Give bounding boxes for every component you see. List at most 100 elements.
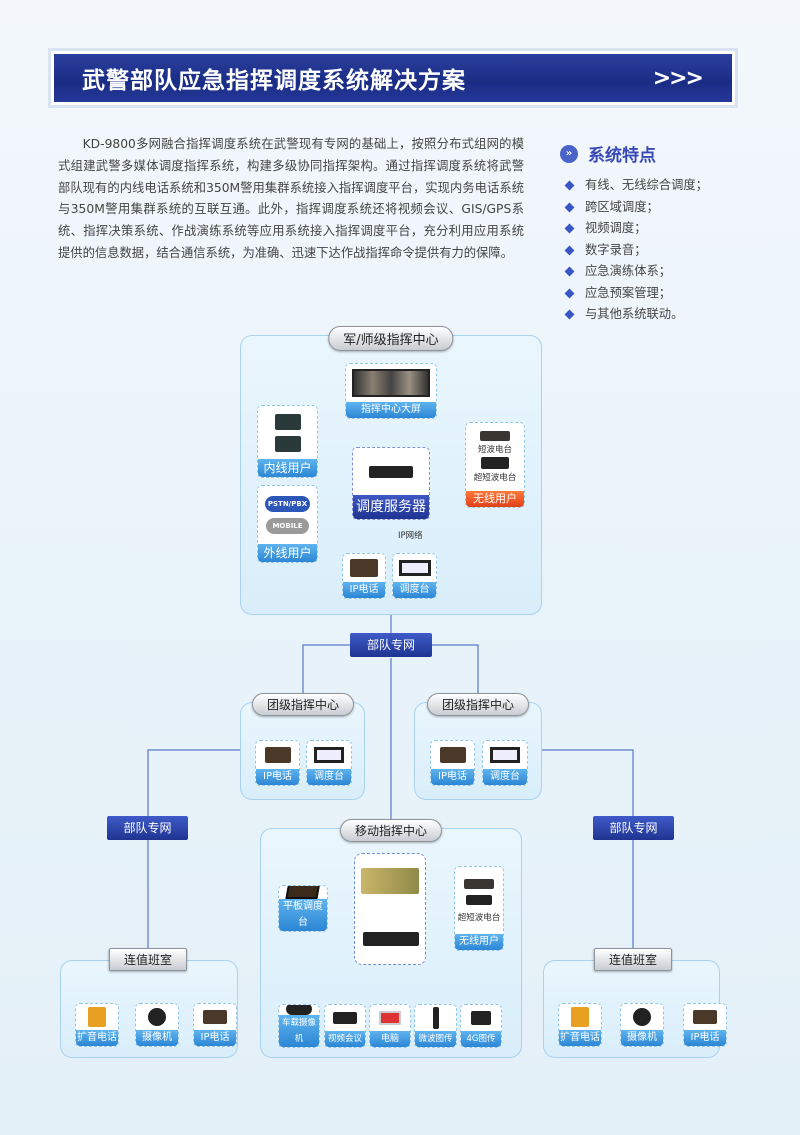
- mobile-cloud-icon: MOBILE: [266, 518, 309, 534]
- regiment-center-right-title: 团级指挥中心: [426, 693, 530, 716]
- device-label: 扩音电话: [76, 1030, 118, 1046]
- regiment-ip-phone-box[interactable]: IP电话: [255, 740, 300, 786]
- army-network-button[interactable]: 部队专网: [350, 633, 432, 657]
- duty-device-box[interactable]: 摄像机: [135, 1003, 179, 1047]
- regiment-center-left-title: 团级指挥中心: [251, 693, 355, 716]
- mobile-command-center-title: 移动指挥中心: [339, 819, 443, 842]
- wireless-users-box[interactable]: 短波电台 超短波电台 无线用户: [465, 422, 525, 508]
- mobile-device-box[interactable]: 视频会议: [324, 1004, 366, 1048]
- duty-room-right-title: 连值班室: [593, 948, 673, 971]
- feature-text: 应急演练体系；: [585, 264, 672, 278]
- dispatch-server-box[interactable]: 调度服务器: [352, 447, 430, 520]
- page-title: 武警部队应急指挥调度系统解决方案: [82, 68, 466, 94]
- external-users-label: 外线用户: [258, 544, 317, 562]
- console-label: 调度台: [393, 582, 436, 598]
- device-label: 微波图传: [415, 1031, 456, 1047]
- big-screen-box[interactable]: 指挥中心大屏: [345, 363, 437, 419]
- features-header: » 系统特点: [560, 141, 656, 166]
- regiment-ip-phone-box[interactable]: IP电话: [430, 740, 475, 786]
- feature-text: 跨区域调度；: [585, 199, 659, 214]
- speaker-phone-icon: [88, 1004, 106, 1030]
- feature-item: 视频调度；: [564, 218, 708, 240]
- army-network-left-button[interactable]: 部队专网: [107, 816, 188, 840]
- ip-phone-icon: [203, 1004, 227, 1030]
- ip-phone-icon: [439, 741, 466, 769]
- server-icon: [369, 448, 413, 495]
- duty-room-left-title: 连值班室: [108, 948, 188, 971]
- device-label: IP电话: [684, 1030, 726, 1046]
- army-network-right-button[interactable]: 部队专网: [593, 816, 674, 840]
- console-label: 调度台: [307, 769, 351, 785]
- internal-users-box[interactable]: 内线用户: [257, 405, 318, 478]
- feature-text: 数字录音；: [585, 242, 647, 257]
- ip-network-label: IP网络: [398, 531, 423, 541]
- regiment-console-box[interactable]: 调度台: [306, 740, 352, 786]
- duty-device-box[interactable]: 扩音电话: [75, 1003, 119, 1047]
- pstn-cloud-icon: PSTN/PBX: [264, 496, 311, 512]
- device-label: 车载摄像机: [279, 1015, 319, 1047]
- desk-phone-icon: [274, 406, 301, 459]
- feature-item: 数字录音；: [564, 240, 708, 262]
- duty-device-box[interactable]: IP电话: [193, 1003, 237, 1047]
- duty-device-box[interactable]: 摄像机: [620, 1003, 664, 1047]
- feature-text: 视频调度；: [585, 221, 647, 235]
- external-users-box[interactable]: PSTN/PBX MOBILE 外线用户: [257, 485, 318, 563]
- device-label: 电脑: [370, 1031, 410, 1047]
- ip-phone-label: IP电话: [256, 769, 299, 785]
- internal-users-label: 内线用户: [258, 459, 317, 477]
- feature-text: 应急预案管理；: [585, 285, 672, 300]
- dispatch-server-label: 调度服务器: [353, 495, 429, 519]
- ultrashort-radio-icon: [465, 894, 492, 905]
- tablet-console-box[interactable]: 平板调度台: [278, 885, 328, 932]
- mobile-device-box[interactable]: 电脑: [369, 1004, 411, 1048]
- mobile-device-box[interactable]: 微波图传: [414, 1004, 457, 1048]
- mobile-wireless-box[interactable]: 超短波电台 无线用户: [454, 866, 504, 951]
- duty-device-box[interactable]: 扩音电话: [558, 1003, 602, 1047]
- console-box[interactable]: 调度台: [392, 553, 437, 599]
- feature-item: 应急演练体系；: [564, 261, 708, 283]
- double-chevron-icon: »: [560, 144, 578, 163]
- feature-item: 应急预案管理；: [564, 283, 708, 305]
- ip-phone-box[interactable]: IP电话: [342, 553, 386, 599]
- big-screen-label: 指挥中心大屏: [346, 402, 436, 418]
- ultrashort-label: 超短波电台: [457, 912, 501, 923]
- tablet-console-label: 平板调度台: [279, 899, 327, 931]
- console-label: 调度台: [483, 769, 527, 785]
- army-command-center-title: 军/师级指挥中心: [328, 326, 454, 351]
- command-vehicle-box[interactable]: [354, 853, 426, 965]
- chevrons-icon: >>>: [652, 65, 704, 91]
- duty-device-box[interactable]: IP电话: [683, 1003, 727, 1047]
- server-icon: [363, 932, 419, 946]
- microwave-transmitter-icon: [432, 1005, 439, 1031]
- radio-icon: [463, 878, 494, 889]
- device-label: 视频会议: [325, 1031, 365, 1047]
- wireless-users-label: 无线用户: [466, 491, 524, 507]
- device-label: 摄像机: [621, 1030, 663, 1046]
- camera-icon: [148, 1004, 166, 1030]
- console-icon: [398, 554, 431, 582]
- wireless-users-label: 无线用户: [455, 934, 503, 950]
- command-vehicle-icon: [361, 868, 419, 894]
- device-label: 扩音电话: [559, 1030, 601, 1046]
- mobile-device-box[interactable]: 4G图传: [460, 1004, 502, 1048]
- video-conference-icon: [333, 1005, 357, 1031]
- device-label: 摄像机: [136, 1030, 178, 1046]
- feature-item: 与其他系统联动。: [564, 304, 708, 326]
- ultrashort-radio-icon: [480, 457, 509, 469]
- intro-paragraph: KD-9800多网融合指挥调度系统在武警现有专网的基础上，按照分布式组网的模式组…: [58, 137, 524, 260]
- speaker-phone-icon: [571, 1004, 589, 1030]
- vehicle-camera-icon: [286, 1005, 312, 1015]
- features-list: 有线、无线综合调度； 跨区域调度； 视频调度； 数字录音； 应急演练体系； 应急…: [564, 175, 708, 326]
- features-title: 系统特点: [588, 146, 656, 166]
- console-icon: [314, 741, 344, 769]
- shortwave-label: 短波电台: [477, 445, 512, 455]
- ip-phone-icon: [264, 741, 291, 769]
- ip-phone-label: IP电话: [431, 769, 474, 785]
- regiment-console-box[interactable]: 调度台: [482, 740, 528, 786]
- console-icon: [490, 741, 520, 769]
- ip-phone-icon: [693, 1004, 717, 1030]
- mobile-device-box[interactable]: 车载摄像机: [278, 1004, 320, 1048]
- feature-text: 有线、无线综合调度；: [585, 178, 708, 192]
- 4g-transmitter-icon: [471, 1005, 491, 1031]
- ip-phone-icon: [350, 554, 378, 582]
